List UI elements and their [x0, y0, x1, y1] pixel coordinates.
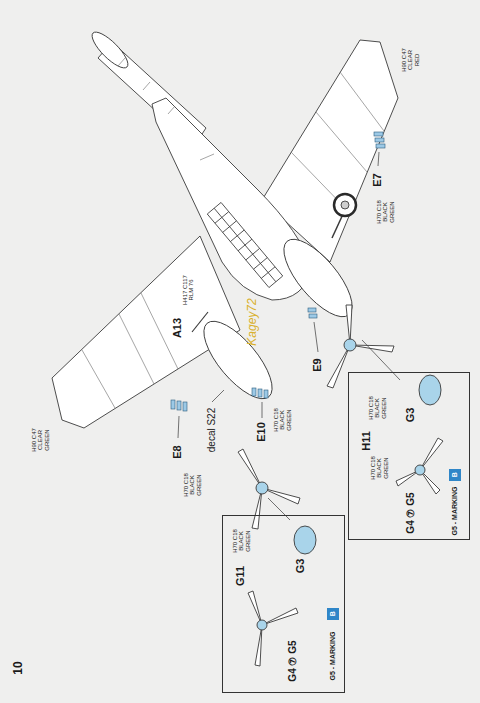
- part-number: A13: [172, 318, 184, 338]
- part-number: H11: [361, 431, 373, 451]
- exhaust-parts: [171, 132, 385, 411]
- part-number: G11: [235, 566, 247, 586]
- part-number: G5 - MARKING: [451, 487, 458, 536]
- color-callout: H70 C18 BLACK GREEN: [376, 197, 395, 227]
- color-callout: H90 C47 CLEAR GREEN: [31, 425, 50, 455]
- fuselage: [152, 98, 312, 300]
- main-wheel: [334, 194, 356, 216]
- antenna-part: [192, 312, 208, 332]
- watermark: Kagey72: [246, 298, 259, 345]
- spinner-detail: [248, 375, 443, 666]
- color-callout: H70 C18 BLACK GREEN: [370, 453, 389, 483]
- fin: [87, 27, 132, 72]
- propeller: [238, 305, 394, 529]
- canopy-frame: [207, 202, 282, 287]
- color-callout: H70 C18 BLACK GREEN: [183, 470, 202, 500]
- engine-nacelle: [193, 311, 284, 409]
- color-callout: H417 C117 RLM 76: [182, 275, 195, 305]
- part-number: E10: [256, 422, 268, 442]
- marking-letter: B: [451, 472, 458, 477]
- color-callout: H90 C47 CLEAR RED: [401, 45, 420, 75]
- part-number: G3: [405, 408, 417, 423]
- detail-inset: G3H11 G4 ⑦ G5 G5 - MARKING H70 C18 BLACK GR…: [348, 372, 470, 540]
- part-number: G3: [295, 559, 307, 574]
- color-callout: H70 C18 BLACK GREEN: [273, 405, 292, 435]
- part-number: G5 - MARKING: [329, 632, 336, 681]
- marking-badge: B: [449, 469, 461, 481]
- panel-lines: [82, 58, 384, 408]
- part-number: G4 ⑦ G5: [406, 492, 417, 533]
- part-number: G4 ⑦ G5: [288, 640, 299, 681]
- page-number: 10: [12, 661, 25, 674]
- part-number: E7: [372, 173, 384, 186]
- decal-number: decal S22: [207, 408, 218, 452]
- leader-line: [178, 152, 400, 520]
- color-callout: H70 C18 BLACK GREEN: [232, 526, 251, 556]
- part-number: E8: [172, 445, 184, 458]
- detail-inset: G3 G11 G4 ⑦ G5 G5 - MARKING H70 C18 BLACK GR…: [222, 515, 345, 693]
- part-number: E9: [312, 358, 324, 371]
- marking-badge: B: [327, 608, 339, 620]
- marking-letter: B: [329, 611, 336, 616]
- color-callout: H70 C18 BLACK GREEN: [368, 393, 387, 423]
